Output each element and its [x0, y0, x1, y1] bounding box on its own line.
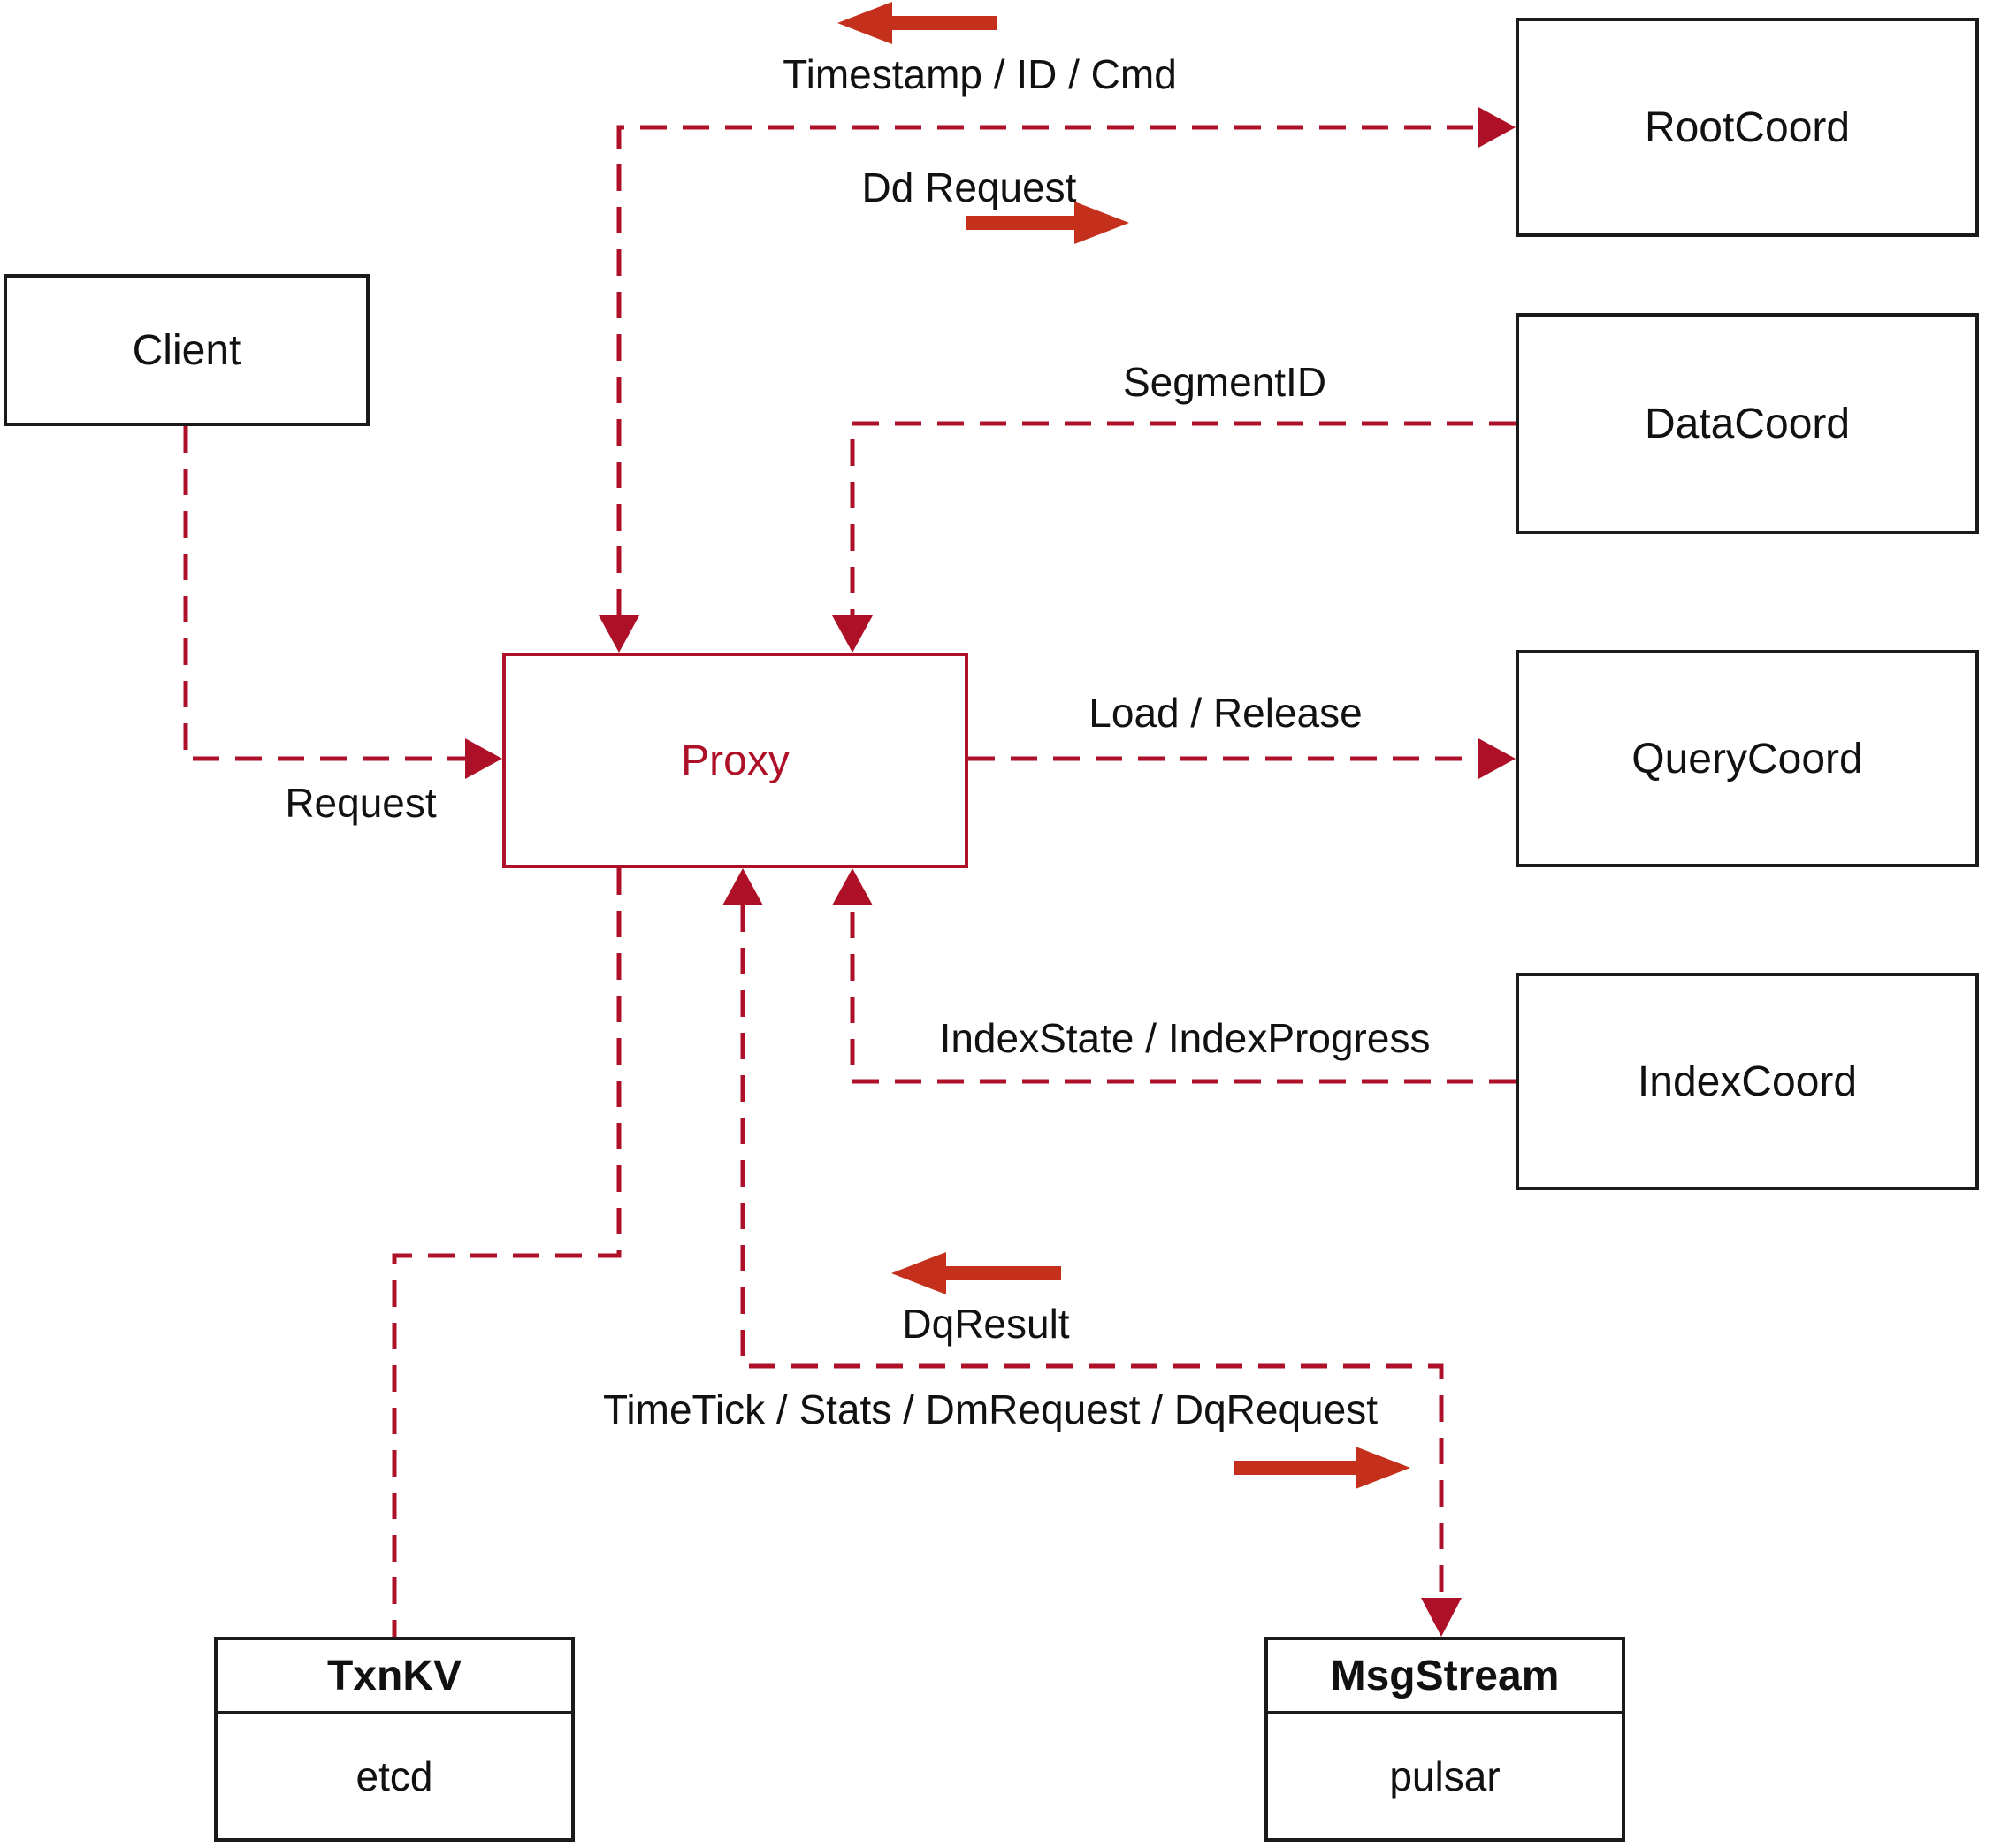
direction-arrow-left-dq-result-icon	[891, 1252, 1061, 1294]
arrowhead-into-proxy-top-left-icon	[599, 615, 639, 653]
msgstream-title: MsgStream	[1268, 1640, 1622, 1714]
edge-indexcoord-to-proxy	[850, 905, 1516, 1084]
edge-label-dd-request: Dd Request	[861, 164, 1077, 210]
edge-label-time-tick: TimeTick / Stats / DmRequest / DqRequest	[603, 1386, 1378, 1432]
txnkv-box: TxnKV etcd	[214, 1637, 575, 1842]
arrowhead-into-proxy-bottom-right-icon	[832, 868, 873, 905]
edge-label-timestamp-id-cmd: Timestamp / ID / Cmd	[783, 51, 1177, 97]
querycoord-label: QueryCoord	[1631, 735, 1863, 783]
edge-proxy-to-txnkv	[392, 868, 622, 1637]
direction-arrow-left-timestamp-icon	[837, 2, 997, 44]
edge-label-request: Request	[285, 780, 437, 826]
txnkv-subtitle: etcd	[355, 1753, 433, 1799]
edge-label-segment-id: SegmentID	[1122, 359, 1327, 405]
arrowhead-into-querycoord-icon	[1478, 738, 1516, 779]
proxy-box: Proxy	[502, 653, 968, 868]
edge-proxy-msgstream	[740, 905, 1444, 1598]
edge-proxy-rootcoord	[616, 125, 1478, 615]
direction-arrow-right-time-tick-icon	[1234, 1447, 1410, 1489]
proxy-label: Proxy	[681, 737, 790, 784]
client-box: Client	[4, 274, 370, 426]
arrowhead-into-msgstream-icon	[1421, 1598, 1462, 1637]
indexcoord-label: IndexCoord	[1637, 1058, 1858, 1105]
arrowhead-into-proxy-left-icon	[465, 738, 502, 779]
edge-label-dq-result: DqResult	[902, 1301, 1070, 1347]
msgstream-box: MsgStream pulsar	[1264, 1637, 1625, 1842]
rootcoord-box: RootCoord	[1516, 18, 1979, 237]
datacoord-box: DataCoord	[1516, 313, 1979, 534]
datacoord-label: DataCoord	[1644, 400, 1851, 447]
indexcoord-box: IndexCoord	[1516, 973, 1979, 1190]
edge-datacoord-to-proxy	[850, 421, 1516, 615]
edge-client-to-proxy	[183, 426, 465, 761]
client-label: Client	[132, 326, 241, 374]
arrowhead-into-proxy-top-right-icon	[832, 615, 873, 653]
rootcoord-label: RootCoord	[1644, 103, 1851, 151]
txnkv-title: TxnKV	[218, 1640, 571, 1714]
edge-label-index-state: IndexState / IndexProgress	[939, 1015, 1431, 1061]
msgstream-subtitle: pulsar	[1389, 1753, 1501, 1799]
arrowhead-into-proxy-bottom-mid-icon	[722, 868, 763, 905]
direction-arrow-right-dd-request-icon	[966, 202, 1129, 244]
querycoord-box: QueryCoord	[1516, 650, 1979, 867]
edge-label-load-release: Load / Release	[1089, 690, 1363, 736]
arrowhead-into-rootcoord-icon	[1478, 107, 1516, 148]
